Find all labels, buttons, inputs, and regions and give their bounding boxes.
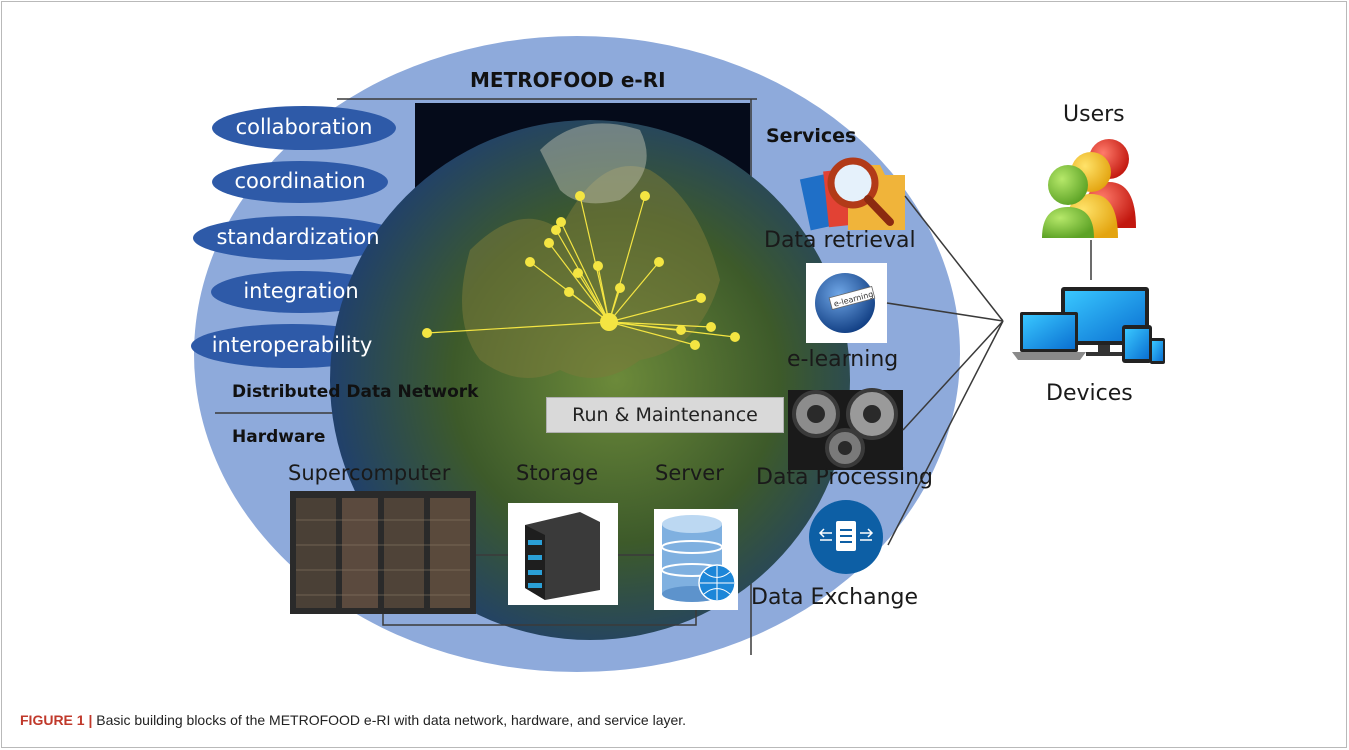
devices-icon [1012,287,1165,364]
hardware-connectors [382,554,697,626]
pill-label-integration: integration [243,279,359,303]
server-database-image [654,509,738,610]
caption-text: Basic building blocks of the METROFOOD e… [92,712,687,728]
data-processing-gears-image [788,388,903,470]
storage-image [508,503,618,605]
caption-prefix: FIGURE 1 | [20,712,93,728]
diagram-title: METROFOOD e-RI [470,68,666,92]
service-label-e-learning: e-learning [787,347,899,372]
pill-label-coordination: coordination [234,169,366,193]
section-services-label: Services [766,125,857,147]
pill-label-collaboration: collaboration [235,115,373,139]
pill-standardization [193,216,403,260]
diagram-canvas: e-learning [191,36,1165,672]
run-maintenance-box: Run & Maintenance [546,397,784,433]
hardware-label-server: Server [655,461,724,485]
figure-caption: FIGURE 1 | Basic building blocks of the … [20,712,686,728]
section-network-label: Distributed Data Network [232,382,479,402]
service-connectors [886,195,1092,546]
data-exchange-icon [809,500,883,574]
service-label-data-retrieval: Data retrieval [764,228,916,253]
devices-label: Devices [1046,381,1133,406]
hardware-label-supercomputer: Supercomputer [288,461,451,485]
users-label: Users [1063,102,1125,127]
service-label-data-processing: Data Processing [756,465,933,490]
pill-label-interoperability: interoperability [211,333,373,357]
section-hardware-label: Hardware [232,427,326,447]
pill-coordination [212,161,388,203]
pill-collaboration [212,106,396,150]
pill-label-standardization: standardization [216,225,380,249]
supercomputer-image [290,491,476,614]
users-icon [1042,139,1136,238]
data-retrieval-image [799,157,905,231]
service-label-data-exchange: Data Exchange [751,585,919,610]
hardware-label-storage: Storage [516,461,599,485]
e-learning-image: e-learning [806,263,887,343]
